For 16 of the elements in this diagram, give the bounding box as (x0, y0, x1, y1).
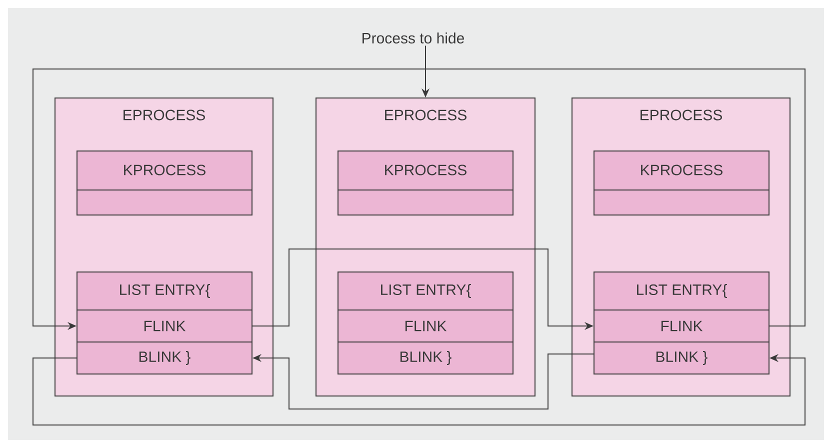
blink-row: BLINK } (76, 342, 252, 374)
caption-text: Process to hide (362, 32, 464, 44)
struct-box (594, 150, 770, 216)
field-label: KPROCESS (124, 164, 206, 176)
list-entry-row: LIST ENTRY{ (76, 272, 252, 310)
list-entry-row: LIST ENTRY{ (594, 272, 770, 310)
field-label: KPROCESS (641, 164, 722, 176)
flink-row: FLINK (76, 310, 252, 342)
flink-row: FLINK (338, 310, 514, 342)
blink-row: BLINK } (594, 342, 770, 374)
field-label: KPROCESS (385, 164, 466, 176)
blink-row: BLINK } (338, 342, 514, 374)
struct-box (76, 150, 252, 216)
list-entry-row: LIST ENTRY{ (338, 272, 514, 310)
struct-box (338, 150, 514, 216)
flink-row: FLINK (594, 310, 770, 342)
